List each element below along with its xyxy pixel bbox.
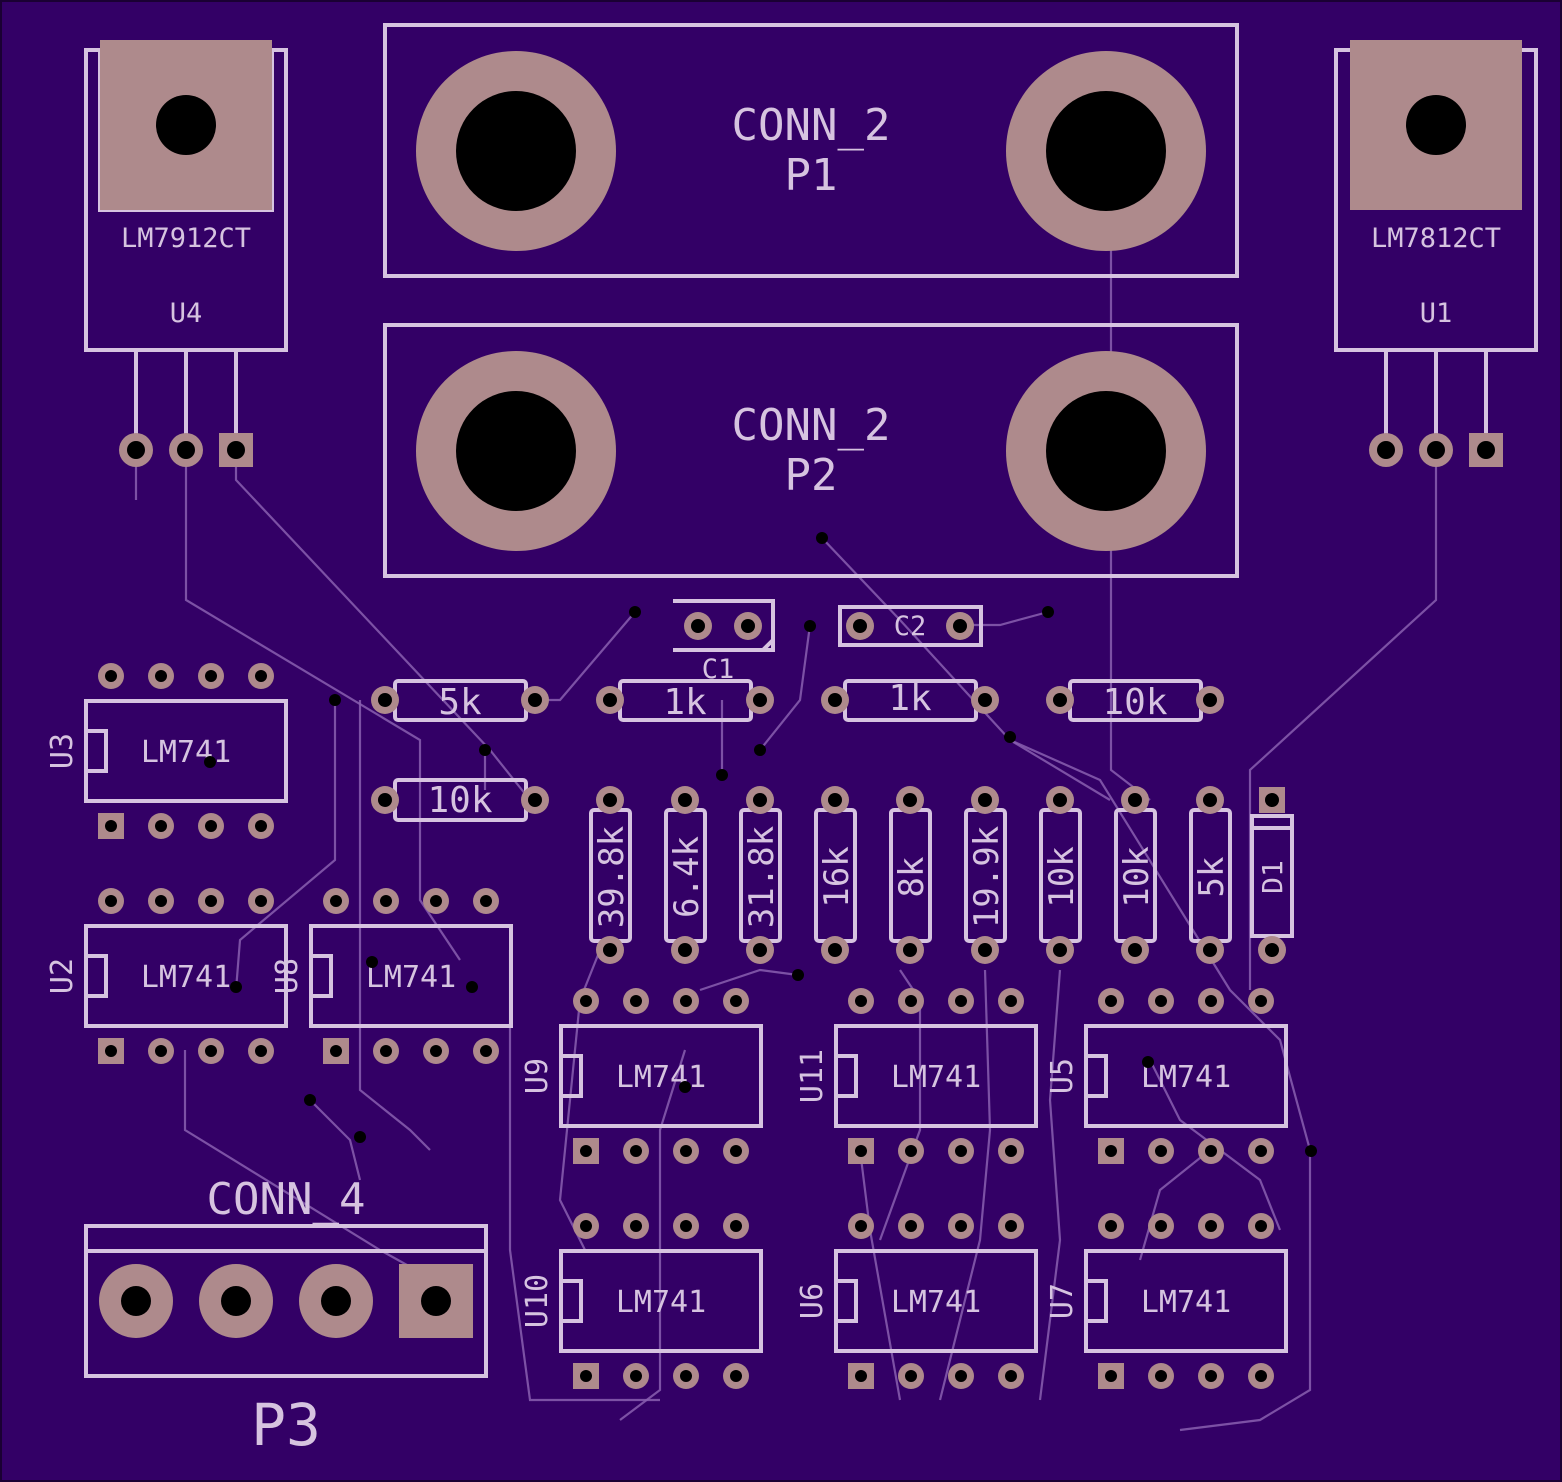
resistor-h-2[interactable]: 1k xyxy=(596,679,774,723)
opamp-u10[interactable]: LM741 U10 xyxy=(520,1213,763,1389)
opamp-u2[interactable]: LM741 U2 xyxy=(45,888,288,1064)
u10-value: LM741 xyxy=(616,1285,706,1320)
p3-ref: P3 xyxy=(251,1391,321,1459)
regulator-u4[interactable]: LM7912CT U4 xyxy=(84,40,288,467)
resistor-v-4-value: 16k xyxy=(817,846,857,907)
resistor-v-3[interactable]: 31.8k xyxy=(739,786,782,964)
resistor-v-4[interactable]: 16k xyxy=(814,786,857,964)
resistor-h-1[interactable]: 5k xyxy=(371,679,549,723)
p1-value: CONN_2 xyxy=(732,100,891,151)
u7-value: LM741 xyxy=(1141,1285,1231,1320)
resistor-v-8-value: 10k xyxy=(1117,846,1157,907)
vias xyxy=(204,532,1317,1157)
resistor-v-5-value: 8k xyxy=(892,857,932,898)
resistor-h-3[interactable]: 1k xyxy=(821,678,999,722)
opamp-u6[interactable]: LM741 U6 xyxy=(795,1213,1038,1389)
opamp-u3[interactable]: LM741 U3 xyxy=(45,663,288,839)
u5-value: LM741 xyxy=(1141,1060,1231,1095)
opamp-u11[interactable]: LM741 U11 xyxy=(795,988,1038,1164)
regulator-u1[interactable]: LM7812CT U1 xyxy=(1334,40,1538,467)
u2-value: LM741 xyxy=(141,960,231,995)
c2-ref: C2 xyxy=(894,611,927,642)
connector-p2[interactable]: CONN_2 P2 xyxy=(383,323,1239,578)
resistor-h-4[interactable]: 10k xyxy=(1046,679,1224,723)
resistor-v-9-value: 5k xyxy=(1192,857,1232,898)
copper-traces xyxy=(134,150,1438,1432)
p1-ref: P1 xyxy=(785,150,838,201)
u8-value: LM741 xyxy=(366,960,456,995)
diode-d1[interactable]: D1 xyxy=(1250,787,1294,964)
u2-ref: U2 xyxy=(45,958,80,994)
u9-ref: U9 xyxy=(520,1058,555,1094)
u11-value: LM741 xyxy=(891,1060,981,1095)
d1-ref: D1 xyxy=(1256,860,1289,894)
u7-ref: U7 xyxy=(1045,1283,1080,1319)
resistor-h-4-value: 10k xyxy=(1102,682,1167,723)
u5-ref: U5 xyxy=(1045,1058,1080,1094)
u3-ref: U3 xyxy=(45,733,80,769)
u10-ref: U10 xyxy=(520,1274,555,1328)
u1-value: LM7812CT xyxy=(1371,223,1501,254)
u8-ref: U8 xyxy=(270,958,305,994)
opamp-u8[interactable]: LM741 U8 xyxy=(270,888,513,1064)
resistor-h-5-value: 10k xyxy=(427,780,492,821)
opamp-u5[interactable]: LM741 U5 xyxy=(1045,988,1288,1164)
resistor-v-1-value: 39.8k xyxy=(592,826,632,928)
resistor-v-5[interactable]: 8k xyxy=(889,786,932,964)
p2-ref: P2 xyxy=(785,450,838,501)
p2-value: CONN_2 xyxy=(732,400,891,451)
u11-ref: U11 xyxy=(795,1049,830,1103)
resistor-v-9[interactable]: 5k xyxy=(1189,786,1232,964)
resistor-v-7-value: 10k xyxy=(1042,846,1082,907)
connector-p1[interactable]: CONN_2 P1 xyxy=(383,23,1239,278)
resistor-v-8[interactable]: 10k xyxy=(1114,786,1157,964)
resistor-v-2[interactable]: 6.4k xyxy=(664,786,707,964)
resistor-h-3-value: 1k xyxy=(888,678,932,719)
resistor-v-3-value: 31.8k xyxy=(742,826,782,928)
u3-value: LM741 xyxy=(141,735,231,770)
opamp-u9[interactable]: LM741 U9 xyxy=(520,988,763,1164)
resistor-h-1-value: 5k xyxy=(438,682,482,723)
u6-ref: U6 xyxy=(795,1283,830,1319)
p3-value: CONN_4 xyxy=(207,1174,366,1225)
resistor-h-5[interactable]: 10k xyxy=(371,778,549,822)
u6-value: LM741 xyxy=(891,1285,981,1320)
u4-ref: U4 xyxy=(170,298,203,329)
opamp-u7[interactable]: LM741 U7 xyxy=(1045,1213,1288,1389)
resistor-v-2-value: 6.4k xyxy=(667,836,707,918)
u4-value: LM7912CT xyxy=(121,223,251,254)
resistor-h-2-value: 1k xyxy=(663,682,707,723)
resistor-v-6-value: 19.9k xyxy=(967,826,1007,928)
resistor-v-1[interactable]: 39.8k xyxy=(589,786,632,964)
u1-ref: U1 xyxy=(1420,298,1453,329)
resistor-v-7[interactable]: 10k xyxy=(1039,786,1082,964)
resistor-v-6[interactable]: 19.9k xyxy=(964,786,1007,964)
u9-value: LM741 xyxy=(616,1060,706,1095)
connector-p3[interactable]: CONN_4 P3 xyxy=(84,1174,488,1459)
capacitor-c2[interactable]: C2 xyxy=(838,605,983,647)
